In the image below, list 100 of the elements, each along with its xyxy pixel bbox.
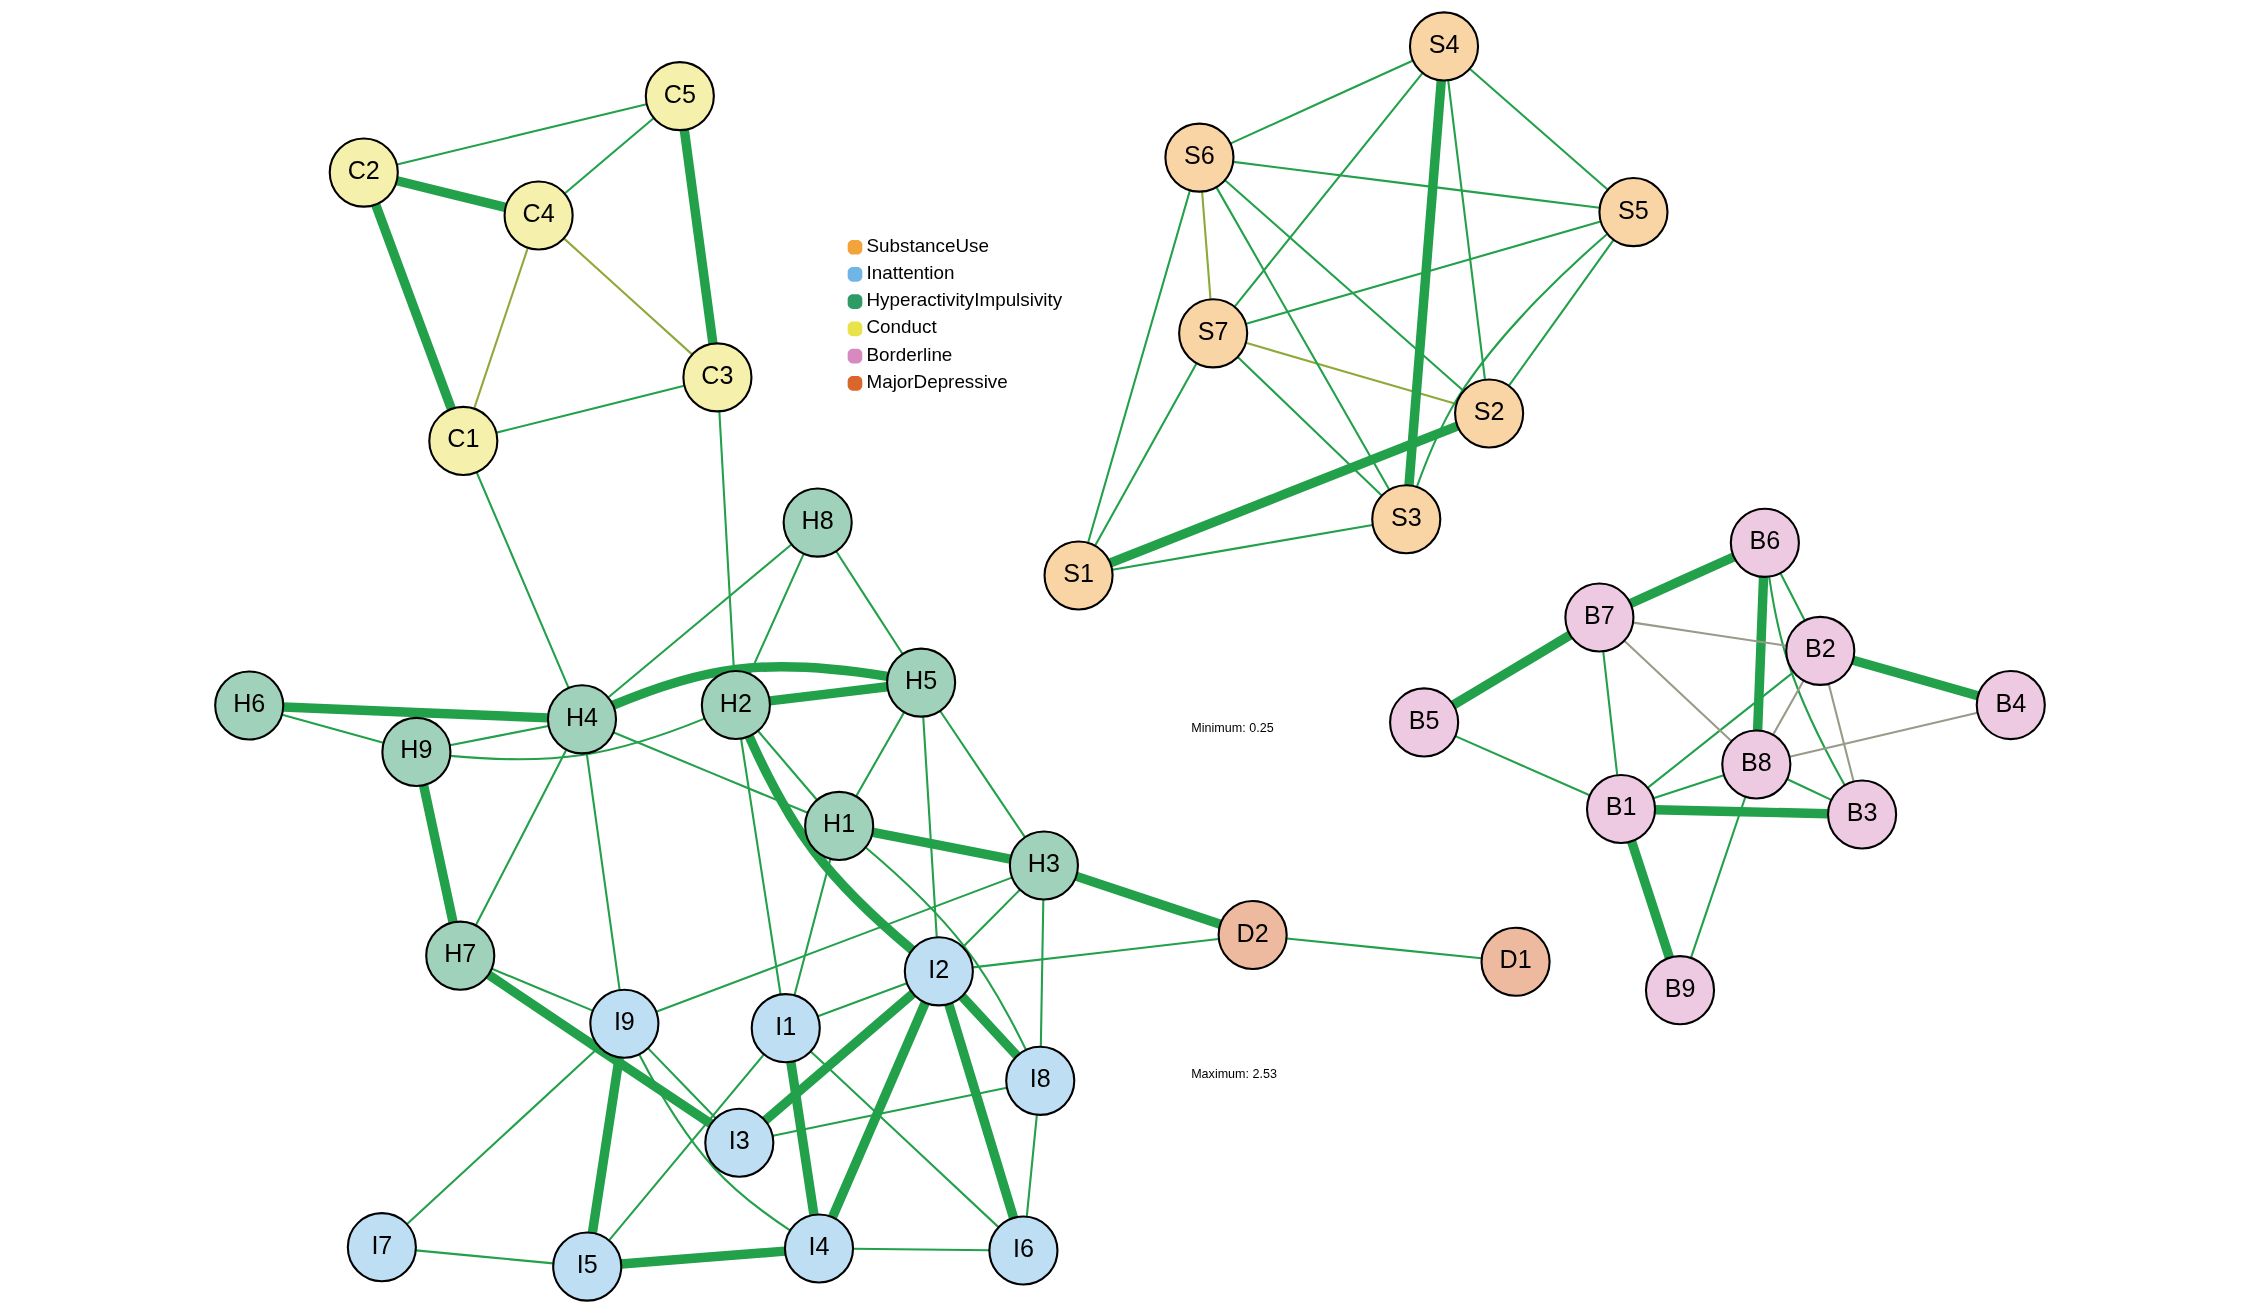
legend-label: Conduct (866, 316, 937, 338)
connector (563, 237, 693, 356)
connector (769, 682, 888, 706)
connector (922, 716, 938, 938)
connector (835, 550, 904, 655)
connector (473, 247, 529, 409)
connector (972, 937, 1219, 969)
connector (1633, 621, 1787, 647)
node-circle: I4 (783, 1213, 855, 1284)
connector (740, 738, 782, 995)
connector (1654, 805, 1828, 819)
connector (491, 967, 594, 1012)
legend-label: Borderline (866, 343, 953, 365)
node-circle: B6 (1729, 507, 1800, 578)
connector (1469, 68, 1609, 191)
node-circle: B8 (1721, 729, 1792, 800)
connector (1789, 711, 1978, 758)
connector (1447, 80, 1486, 380)
connector (371, 203, 456, 411)
node-circle: S3 (1371, 484, 1442, 555)
connector (1215, 187, 1391, 491)
connector (1508, 239, 1615, 387)
node-circle: S7 (1178, 298, 1249, 369)
connector (1025, 1114, 1038, 1217)
connector (1851, 655, 1980, 701)
connector (793, 858, 832, 996)
node-circle: I9 (589, 988, 660, 1059)
node-circle: D1 (1480, 926, 1551, 997)
connector (1230, 59, 1413, 145)
node-circle: B9 (1644, 955, 1716, 1026)
connector (1404, 80, 1446, 486)
connector (757, 730, 818, 801)
connector (762, 990, 916, 1124)
connector (1689, 796, 1747, 959)
connector (1454, 735, 1591, 797)
connector (962, 888, 1021, 948)
connector (1237, 356, 1383, 497)
legend-label: MajorDepressive (866, 370, 1008, 392)
connector (944, 1002, 1019, 1220)
connector (828, 1001, 930, 1220)
node-circle: I7 (346, 1212, 417, 1283)
node-circle: C2 (328, 137, 399, 208)
node-circle: C5 (644, 61, 715, 132)
connector (1224, 179, 1465, 392)
connector (853, 1247, 990, 1252)
connector (865, 846, 1027, 1051)
connector (1108, 421, 1459, 568)
connector (1786, 778, 1832, 801)
node-circle: H1 (804, 790, 875, 861)
connector (1628, 552, 1736, 608)
node-circle: B7 (1564, 582, 1635, 653)
node-circle: H7 (425, 920, 496, 991)
node-circle: S4 (1408, 11, 1480, 82)
connector (1415, 233, 1608, 488)
node-circle: H5 (886, 647, 957, 718)
node-circle: C4 (503, 180, 574, 251)
node-circle: B4 (1975, 670, 2046, 741)
connector (744, 734, 916, 954)
node-circle: I5 (552, 1231, 623, 1302)
connector (1623, 640, 1732, 742)
connector (855, 711, 906, 797)
connector (1201, 191, 1212, 300)
connector (939, 710, 1026, 838)
connector (585, 753, 621, 991)
label: Maximum: 2.53 (1191, 1066, 1277, 1081)
node-circle: D2 (1217, 899, 1288, 971)
connector (1827, 683, 1855, 782)
connector (1039, 899, 1045, 1047)
connector (611, 662, 889, 710)
connector (1779, 572, 1806, 621)
node-circle: B5 (1389, 687, 1460, 758)
connector (608, 1053, 765, 1242)
connector (772, 1086, 1008, 1137)
connector (1627, 839, 1674, 960)
node-circle: I6 (988, 1215, 1059, 1286)
connector (396, 103, 647, 166)
connector (485, 970, 714, 1128)
connector (679, 129, 718, 344)
connector (1602, 651, 1619, 775)
connector (1094, 362, 1198, 546)
connector (655, 876, 1013, 1013)
node-circle: S2 (1454, 378, 1525, 449)
node-circle: H8 (782, 487, 853, 558)
connector (647, 1047, 717, 1119)
connector (1112, 524, 1373, 571)
connector (872, 827, 1012, 864)
connector (613, 731, 809, 814)
connector (475, 471, 570, 689)
node-circle: C1 (428, 405, 499, 476)
connector (1451, 631, 1573, 709)
connector (418, 784, 458, 923)
connector (283, 702, 549, 723)
node-circle: H4 (546, 684, 618, 755)
connector (395, 176, 507, 212)
node-circle: H9 (381, 716, 452, 787)
node-circle: I1 (750, 993, 821, 1064)
node-circle: S6 (1164, 122, 1235, 193)
connector (474, 749, 568, 926)
node-circle: I2 (903, 936, 974, 1007)
connector (810, 1050, 1000, 1228)
